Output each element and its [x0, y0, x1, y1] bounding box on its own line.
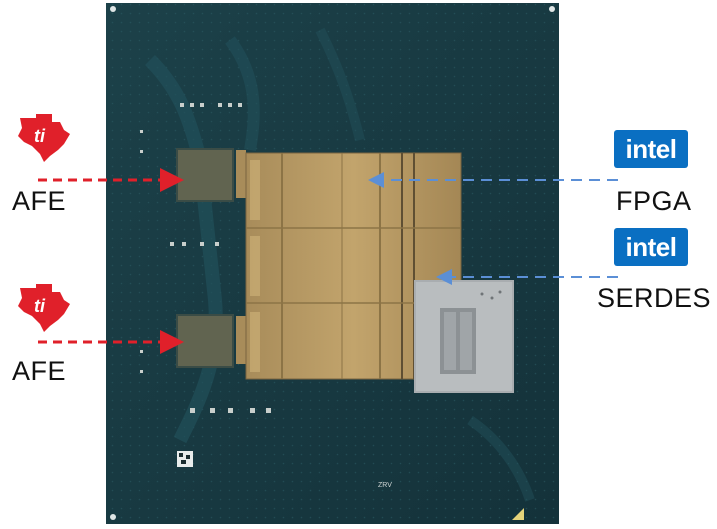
- afe-chiplet-top: [176, 148, 246, 202]
- svg-text:ti: ti: [34, 126, 46, 146]
- intel-logo-serdes: intel: [614, 228, 688, 266]
- afe-bottom-label: AFE: [12, 356, 67, 386]
- package-marking: ZRV: [378, 482, 392, 489]
- afe-top-label: AFE: [12, 186, 67, 216]
- afe-chiplet-bottom: [176, 314, 246, 368]
- qr-code: [177, 451, 193, 467]
- intel-logo-fpga: intel: [614, 130, 688, 168]
- fpga-label: FPGA: [616, 186, 692, 216]
- passive-components: [140, 103, 271, 413]
- ti-logo-icon: ti: [18, 284, 70, 332]
- svg-text:ti: ti: [34, 296, 46, 316]
- ti-logo-icon: ti: [18, 114, 70, 162]
- intel-logo-text: intel: [625, 133, 677, 164]
- serdes-label: SERDES: [597, 283, 712, 313]
- intel-logo-text: intel: [625, 231, 677, 262]
- serdes-tile: [414, 280, 514, 393]
